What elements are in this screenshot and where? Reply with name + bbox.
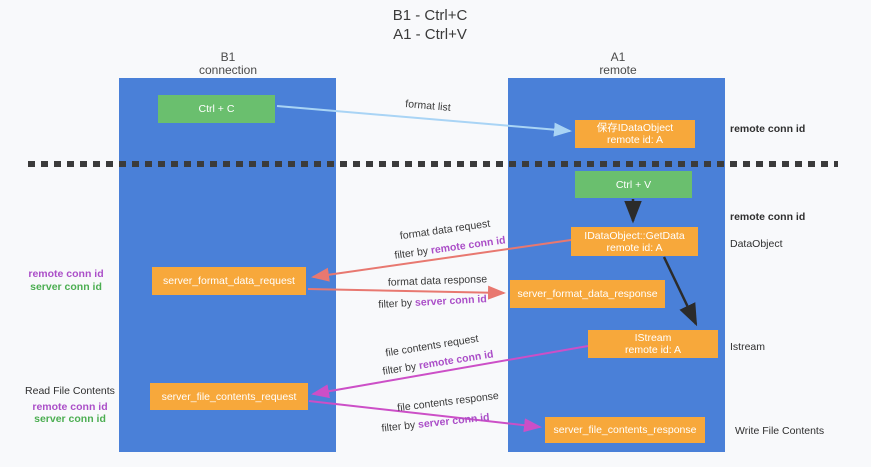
- filter-by-text: filter by: [381, 360, 420, 378]
- remote-conn-id-annotation-left: remote conn id: [28, 268, 104, 280]
- lane-header-a1: A1 remote: [558, 51, 678, 77]
- istream-line1: IStream: [634, 332, 672, 344]
- server-conn-id-annotation-bottom: server conn id: [34, 413, 106, 425]
- save-idataobject-line2: remote id: A: [606, 134, 664, 146]
- server-conn-id-keyword: server conn id: [414, 293, 488, 309]
- format-left-annotations: remote conn id server conn id: [6, 268, 126, 293]
- read-file-contents-annotation: Read File Contents: [25, 385, 115, 397]
- save-idataobject-box: 保存IDataObject remote id: A: [575, 120, 695, 148]
- remote-conn-id-annotation-top: remote conn id: [730, 123, 806, 135]
- remote-conn-id-annotation-mid: remote conn id: [730, 211, 806, 223]
- ctrl-c-box: Ctrl + C: [158, 95, 275, 123]
- format-list-label: format list: [404, 98, 452, 114]
- ctrl-v-label: Ctrl + V: [615, 178, 652, 191]
- save-idataobject-line1: 保存IDataObject: [596, 122, 674, 134]
- server-format-data-response-label: server_format_data_response: [517, 288, 658, 300]
- ctrl-c-label: Ctrl + C: [198, 103, 235, 115]
- lane-b1-role: connection: [198, 63, 258, 77]
- server-file-contents-request-label: server_file_contents_request: [161, 390, 297, 403]
- lane-b1-name: B1: [220, 50, 236, 64]
- ctrl-v-box: Ctrl + V: [575, 171, 692, 198]
- filter-by-text: filter by: [377, 296, 416, 311]
- filter-by-text: filter by: [393, 244, 432, 262]
- getdata-line1: IDataObject::GetData: [584, 229, 685, 242]
- diagram-title: B1 - Ctrl+C A1 - Ctrl+V: [330, 6, 530, 44]
- remote-conn-id-keyword: remote conn id: [430, 234, 507, 257]
- server-format-data-response-box: server_format_data_response: [510, 280, 665, 308]
- write-file-contents-annotation: Write File Contents: [735, 425, 825, 437]
- file-contents-response-filter-label: filter by server conn id: [378, 411, 494, 435]
- format-data-response-arrow: [307, 285, 506, 300]
- istream-annotation: Istream: [730, 341, 766, 353]
- idataobject-getdata-box: IDataObject::GetData remote id: A: [571, 227, 698, 256]
- istream-box: IStream remote id: A: [588, 330, 718, 358]
- server-conn-id-annotation-left: server conn id: [30, 280, 102, 293]
- server-file-contents-response-box: server_file_contents_response: [545, 417, 705, 443]
- getdata-line2: remote id: A: [606, 241, 663, 254]
- title-line-1: B1 - Ctrl+C: [392, 7, 468, 24]
- file-left-annotations: Read File Contents remote conn id server…: [10, 385, 130, 426]
- server-file-contents-response-label: server_file_contents_response: [553, 424, 697, 436]
- server-conn-id-keyword: server conn id: [417, 411, 491, 431]
- server-file-contents-request-box: server_file_contents_request: [150, 383, 308, 410]
- format-data-response-label: format data response: [387, 273, 488, 289]
- format-data-response-filter-label: filter by server conn id: [375, 293, 490, 311]
- dataobject-annotation: DataObject: [730, 238, 783, 250]
- remote-conn-id-annotation-bottom: remote conn id: [32, 400, 108, 413]
- filter-by-text: filter by: [380, 418, 419, 435]
- istream-line2: remote id: A: [624, 344, 682, 356]
- lane-header-b1: B1 connection: [168, 51, 288, 77]
- title-line-2: A1 - Ctrl+V: [393, 26, 467, 43]
- lane-a1-name: A1: [610, 50, 626, 64]
- server-format-data-request-label: server_format_data_request: [163, 275, 295, 287]
- server-format-data-request-box: server_format_data_request: [152, 267, 306, 295]
- lane-a1-role: remote: [599, 63, 637, 77]
